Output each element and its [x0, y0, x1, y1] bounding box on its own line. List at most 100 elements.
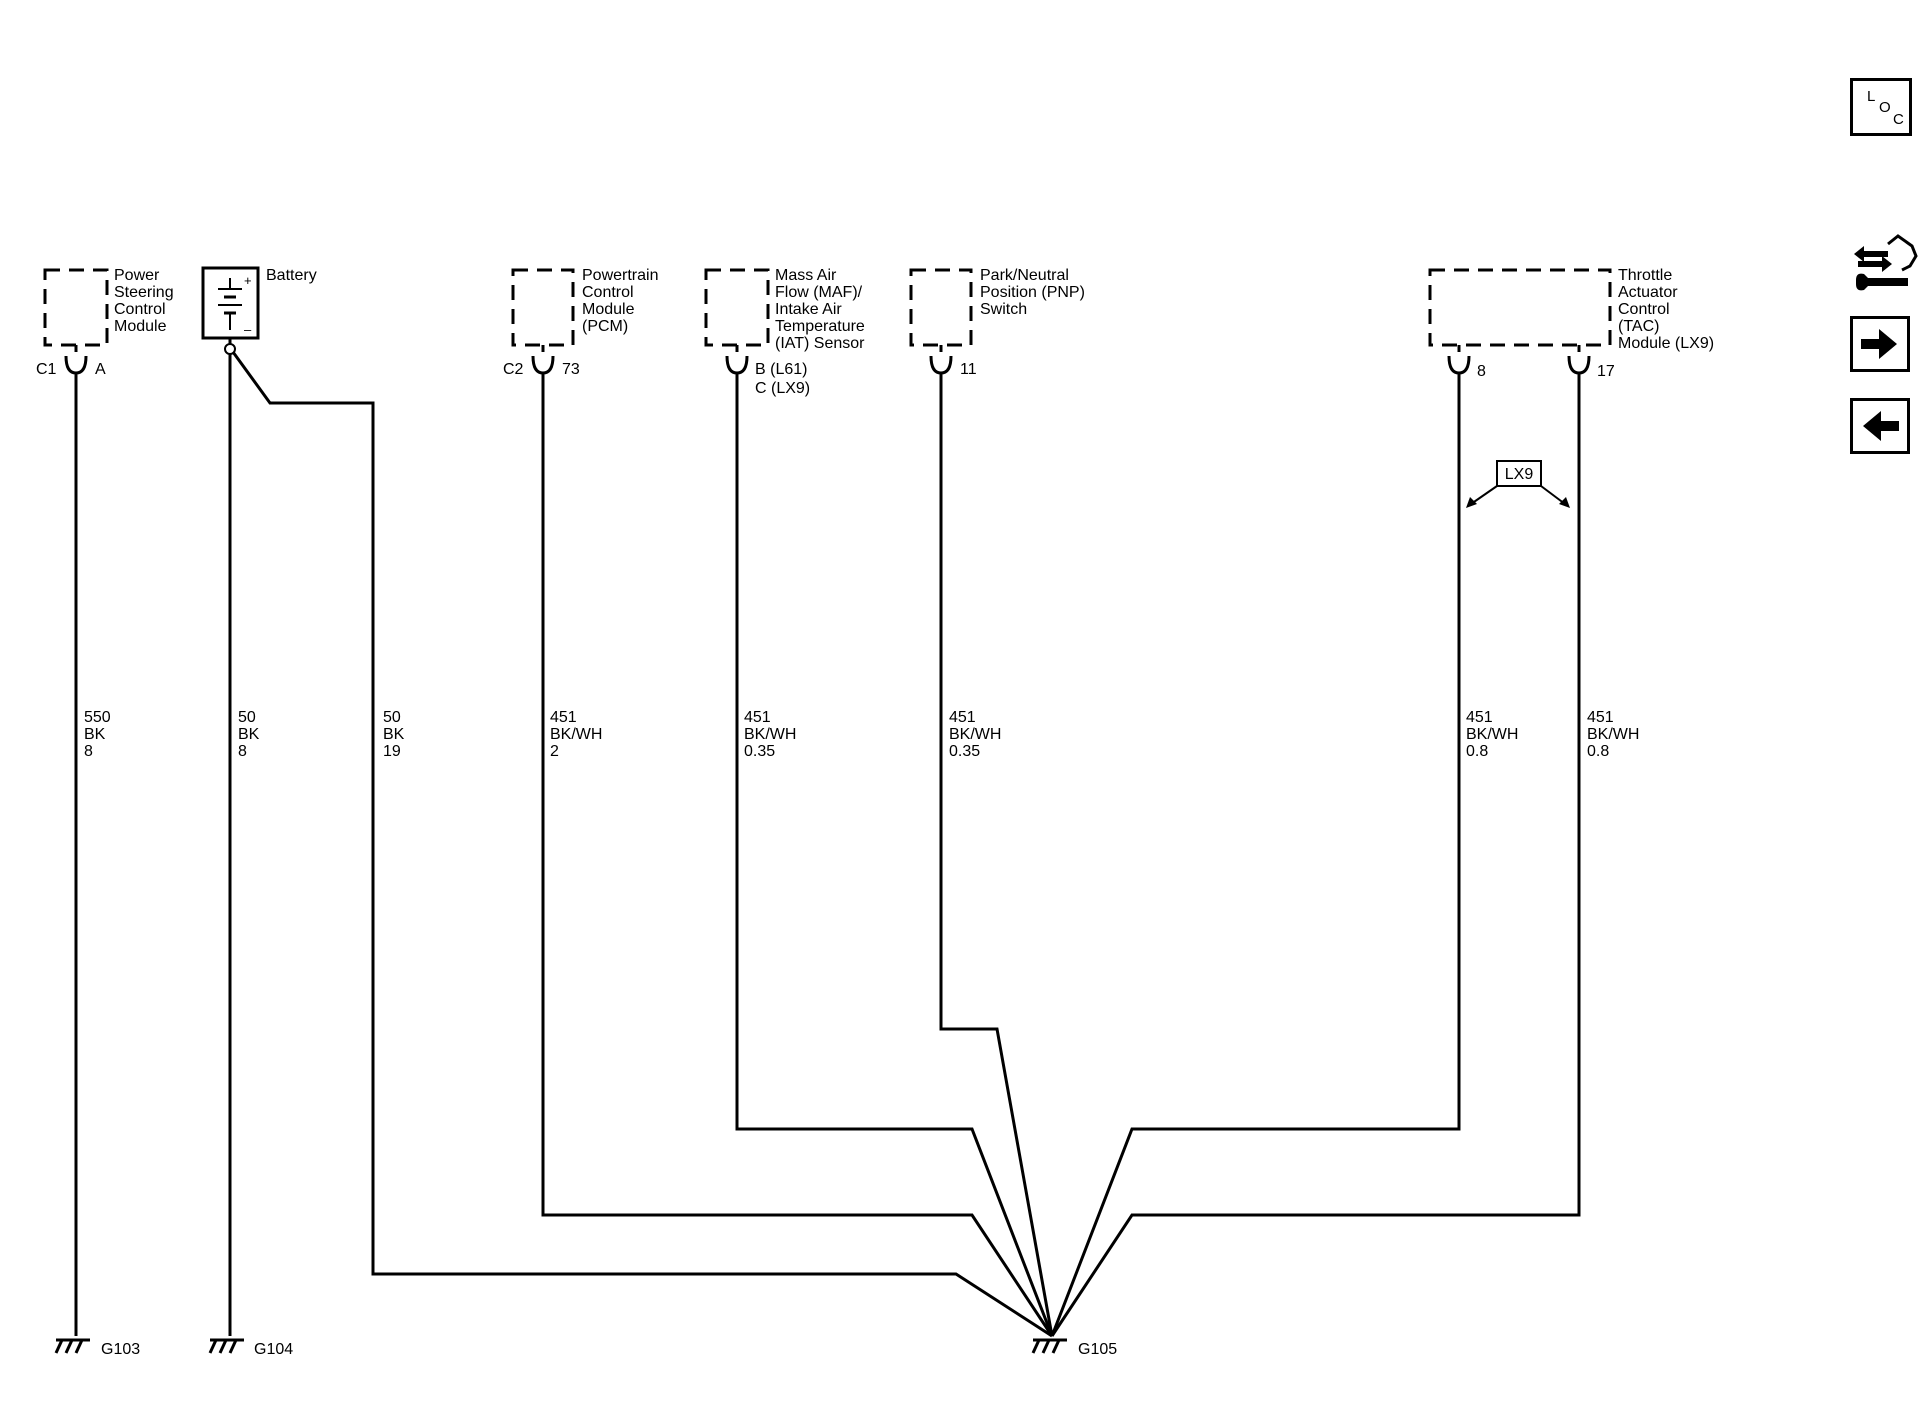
psc-label-line3: Control: [114, 301, 166, 318]
wire-maf-size: 0.35: [744, 743, 775, 760]
maf-label-line5: (IAT) Sensor: [775, 335, 865, 352]
connector-wrench-icon: [1854, 234, 1918, 291]
battery-minus-sign: –: [244, 322, 252, 337]
lx9-arrow-right-line: [1540, 485, 1566, 505]
wire-bat1-circuit: 50: [238, 709, 256, 726]
wire-maf-circuit: 451: [744, 709, 771, 726]
tac-label-line2: Actuator: [1618, 284, 1678, 301]
wire-tac17-size: 0.8: [1587, 743, 1609, 760]
throttle-actuator-control-module[interactable]: Throttle Actuator Control (TAC) Module (…: [1428, 267, 1714, 352]
wire-label-psc: 550 BK 8: [84, 709, 111, 760]
wire-bat2-color: BK: [383, 726, 405, 743]
wire-label-pcm: 451 BK/WH 2: [550, 709, 602, 760]
arrow-right-icon: [1861, 329, 1897, 359]
wire-bat1-size: 8: [238, 743, 247, 760]
wire-psc-size: 8: [84, 743, 93, 760]
wire-tac8-circuit: 451: [1466, 709, 1493, 726]
wire-pnp-color: BK/WH: [949, 726, 1001, 743]
tac-pin-17: 17: [1597, 363, 1615, 380]
psc-connector-id: C1: [36, 361, 57, 378]
tac-module-box: [1428, 268, 1612, 347]
wire-pnp-circuit: 451: [949, 709, 976, 726]
ground-g104-label: G104: [254, 1341, 293, 1358]
psc-pin: A: [95, 361, 106, 378]
wire-pcm-size: 2: [550, 743, 559, 760]
wire-tac8-size: 0.8: [1466, 743, 1488, 760]
tac-label-line3: Control: [1618, 301, 1670, 318]
powertrain-control-module[interactable]: Powertrain Control Module (PCM): [511, 267, 658, 347]
battery-plus-sign: +: [244, 273, 252, 288]
maf-iat-sensor[interactable]: Mass Air Flow (MAF)/ Intake Air Temperat…: [704, 267, 865, 352]
wire-psc-color: BK: [84, 726, 106, 743]
wire-label-pnp: 451 BK/WH 0.35: [949, 709, 1001, 760]
pcm-module-box: [511, 268, 575, 347]
ground-g103: G103: [54, 1338, 140, 1358]
wire-psc-circuit: 550: [84, 709, 111, 726]
battery[interactable]: + – Battery: [201, 266, 317, 340]
maf-label-line1: Mass Air: [775, 267, 837, 284]
wire-bat2-circuit: 50: [383, 709, 401, 726]
wire-label-tac8: 451 BK/WH 0.8: [1466, 709, 1518, 760]
battery-label: Battery: [266, 267, 317, 284]
maf-connector-symbol: [725, 345, 749, 375]
previous-page-button[interactable]: [1850, 398, 1910, 454]
wire-bat2-size: 19: [383, 743, 401, 760]
pnp-label-line2: Position (PNP): [980, 284, 1085, 301]
wire-label-tac17: 451 BK/WH 0.8: [1587, 709, 1639, 760]
wire-battery-g105: [231, 351, 1053, 1338]
tac-label-line4: (TAC): [1618, 318, 1659, 335]
ground-g105-label: G105: [1078, 1341, 1117, 1358]
pcm-pin: 73: [562, 361, 580, 378]
tac-connector-symbol-8: [1447, 345, 1471, 375]
lx9-arrow-right-icon: [1559, 497, 1570, 508]
wire-pcm-g105: [541, 373, 1054, 1337]
ground-g105: G105: [1031, 1338, 1117, 1358]
maf-pin-lx9: C (LX9): [755, 380, 810, 397]
pcm-label-line4: (PCM): [582, 318, 628, 335]
loc-letter-c: C: [1893, 111, 1904, 128]
pcm-connector-id: C2: [503, 361, 524, 378]
tac-label-line1: Throttle: [1618, 267, 1672, 284]
wire-tac17-g105: [1050, 373, 1581, 1337]
arrow-left-icon: [1863, 411, 1899, 441]
lx9-arrow-left-icon: [1466, 497, 1477, 508]
lx9-tag-label: LX9: [1505, 466, 1534, 483]
maf-label-line4: Temperature: [775, 318, 865, 335]
power-steering-control-module[interactable]: Power Steering Control Module: [43, 267, 174, 347]
maf-label-line2: Flow (MAF)/: [775, 284, 863, 301]
pnp-label-line1: Park/Neutral: [980, 267, 1069, 284]
wire-tac17-circuit: 451: [1587, 709, 1614, 726]
tac-pin-8: 8: [1477, 363, 1486, 380]
psc-label-line1: Power: [114, 267, 160, 284]
pnp-module-box: [909, 268, 973, 347]
pnp-pin: 11: [960, 361, 977, 378]
lx9-tag-box: [1496, 460, 1542, 487]
psc-label-line4: Module: [114, 318, 167, 335]
park-neutral-position-switch[interactable]: Park/Neutral Position (PNP) Switch: [909, 267, 1085, 347]
psc-module-box: [43, 268, 109, 347]
component-locator-button[interactable]: L O C: [1850, 78, 1912, 136]
next-page-button[interactable]: [1850, 316, 1910, 372]
pnp-connector-symbol: [929, 345, 953, 375]
tac-label-line5: Module (LX9): [1618, 335, 1714, 352]
wire-pcm-circuit: 451: [550, 709, 577, 726]
battery-icon: [218, 278, 242, 330]
ground-g104: G104: [208, 1338, 293, 1358]
connector-wrench-button[interactable]: [1850, 232, 1920, 298]
pcm-label-line2: Control: [582, 284, 634, 301]
lx9-arrow-left-line: [1470, 485, 1498, 505]
wire-label-battery-g104: 50 BK 8: [238, 709, 260, 760]
wire-label-maf: 451 BK/WH 0.35: [744, 709, 796, 760]
lx9-option-tag: LX9: [1466, 460, 1570, 508]
wire-tac8-g105: [1050, 373, 1461, 1337]
pnp-label-line3: Switch: [980, 301, 1027, 318]
wire-pcm-color: BK/WH: [550, 726, 602, 743]
tac-connector-symbol-17: [1567, 345, 1591, 375]
pcm-connector-symbol: [531, 345, 555, 375]
wire-maf-color: BK/WH: [744, 726, 796, 743]
wire-pnp-size: 0.35: [949, 743, 980, 760]
wire-tac17-color: BK/WH: [1587, 726, 1639, 743]
maf-pin-l61: B (L61): [755, 361, 807, 378]
pcm-label-line1: Powertrain: [582, 267, 658, 284]
